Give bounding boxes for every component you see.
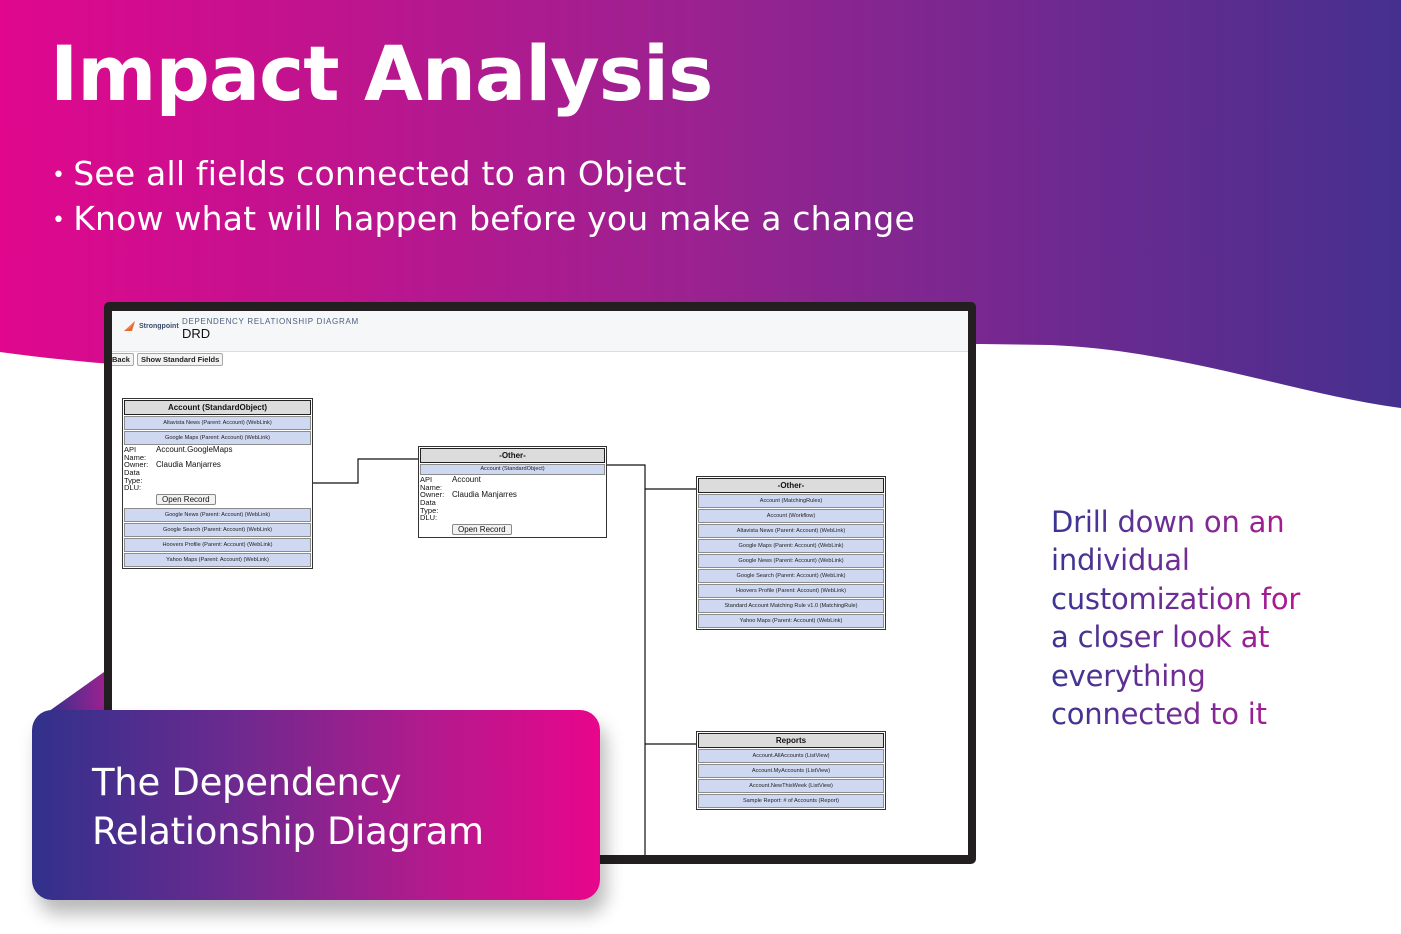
callout-fold-decoration — [45, 672, 104, 714]
back-button[interactable]: Back — [112, 353, 134, 366]
bullet-item: •Know what will happen before you make a… — [52, 199, 915, 238]
node-header: Account (StandardObject) — [124, 400, 311, 415]
bullet-dot-icon: • — [52, 163, 66, 188]
node-item[interactable]: Account.MyAccounts (ListView) — [698, 764, 884, 778]
node-item[interactable]: Google Maps (Parent: Account) (WebLink) — [124, 431, 311, 445]
node-item[interactable]: Google Search (Parent: Account) (WebLink… — [124, 522, 311, 537]
other-right-node: -Other- Account (MatchingRules) Account … — [696, 476, 886, 630]
node-item[interactable]: Google News (Parent: Account) (WebLink) — [124, 507, 311, 522]
open-record-button[interactable]: Open Record — [452, 523, 512, 535]
node-header: Reports — [698, 733, 884, 748]
callout-badge: The Dependency Relationship Diagram — [32, 710, 600, 900]
node-item[interactable]: Hoovers Profile (Parent: Account) (WebLi… — [698, 584, 884, 598]
callout-text: The Dependency Relationship Diagram — [92, 761, 484, 853]
logo: Strongpoint — [124, 320, 179, 332]
show-standard-fields-button[interactable]: Show Standard Fields — [136, 353, 224, 366]
node-item[interactable]: Sample Report: # of Accounts (Report) — [698, 794, 884, 808]
bullet-item: •See all fields connected to an Object — [52, 154, 687, 193]
node-item[interactable]: Account.AllAccounts (ListView) — [698, 749, 884, 763]
record-detail: API Name:Account.GoogleMaps Owner:Claudi… — [124, 445, 233, 505]
reports-node: Reports Account.AllAccounts (ListView) A… — [696, 731, 886, 810]
node-header: -Other- — [698, 478, 884, 493]
bullet-dot-icon: • — [52, 208, 66, 233]
record-detail: API Name:Account Owner:Claudia Manjarres… — [420, 475, 517, 535]
strongpoint-logo-icon — [124, 321, 135, 331]
node-item[interactable]: Google Maps (Parent: Account) (WebLink) — [698, 539, 884, 553]
page-title: DRD — [182, 326, 211, 341]
node-item[interactable]: Altavista News (Parent: Account) (WebLin… — [698, 524, 884, 538]
toolbar: Back Show Standard Fields — [112, 353, 224, 366]
hero-bullets: •See all fields connected to an Object •… — [52, 152, 915, 242]
node-item[interactable]: Google News (Parent: Account) (WebLink) — [698, 554, 884, 568]
node-item[interactable]: Google Search (Parent: Account) (WebLink… — [698, 569, 884, 583]
node-item[interactable]: Standard Account Matching Rule v1.0 (Mat… — [698, 599, 884, 613]
app-subtitle: DEPENDENCY RELATIONSHIP DIAGRAM — [182, 317, 359, 326]
node-item[interactable]: Yahoo Maps (Parent: Account) (WebLink) — [124, 552, 311, 567]
node-item[interactable]: Account (StandardObject) — [420, 464, 605, 475]
node-item[interactable]: Yahoo Maps (Parent: Account) (WebLink) — [698, 614, 884, 628]
account-node: Account (StandardObject) Altavista News … — [122, 398, 313, 569]
node-item[interactable]: Account (MatchingRules) — [698, 494, 884, 508]
node-item[interactable]: Hoovers Profile (Parent: Account) (WebLi… — [124, 537, 311, 552]
other-middle-node: -Other- Account (StandardObject) API Nam… — [418, 446, 607, 538]
node-header: -Other- — [420, 448, 605, 463]
open-record-button[interactable]: Open Record — [156, 493, 216, 505]
node-item[interactable]: Account.NewThisWeek (ListView) — [698, 779, 884, 793]
app-header: Strongpoint DEPENDENCY RELATIONSHIP DIAG… — [112, 311, 968, 352]
hero-title: Impact Analysis — [50, 29, 713, 118]
node-item[interactable]: Altavista News (Parent: Account) (WebLin… — [124, 416, 311, 430]
connector-lines — [313, 458, 696, 855]
description-text: Drill down on an individual customizatio… — [1051, 503, 1381, 733]
node-item[interactable]: Account (Workflow) — [698, 509, 884, 523]
